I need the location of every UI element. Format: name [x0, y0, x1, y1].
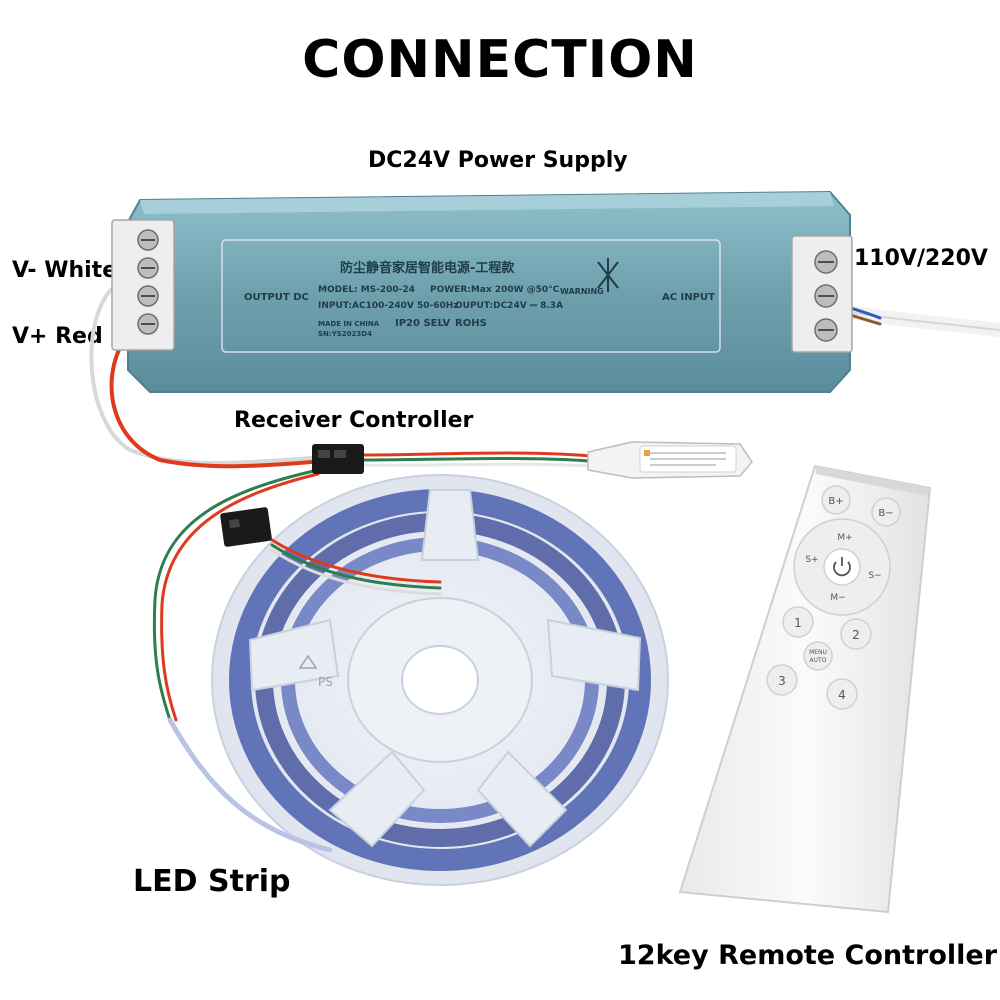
remote-b-minus-label: B− [878, 508, 893, 519]
remote-m-minus-label: M− [830, 593, 845, 603]
psu-input-text: INPUT:AC100-240V 50-60Hz [318, 301, 459, 311]
remote-key-3-label: 3 [778, 674, 786, 688]
psu-model-text: MODEL: MS-200-24 [318, 285, 415, 295]
ac-input-cable-edge [837, 309, 1000, 331]
remote-m-plus-label: M+ [837, 533, 852, 543]
wire-red-to-receiver [360, 451, 592, 458]
psu-brand-text: 防尘静音家居智能电源-工程款 [340, 260, 515, 276]
psu-output-text: OUPUT:DC24V ⎓ 8.3A [455, 301, 563, 311]
remote-menu-label: MENU [809, 649, 827, 656]
psu-serial-text: SN:YS2023D4 [318, 330, 372, 338]
wires [89, 280, 1000, 853]
psu-warning-title: WARNING [560, 287, 604, 296]
remote-key-4[interactable] [826, 678, 858, 710]
psu-origin-text: MADE IN CHINA [318, 320, 380, 328]
remote-key-2-label: 2 [852, 628, 860, 642]
psu-output-label: OUTPUT DC [244, 292, 309, 303]
remote-menu-button[interactable] [803, 641, 833, 671]
power-icon [833, 557, 851, 577]
psu-top-edge [140, 192, 834, 214]
psu-power-text: POWER:Max 200W @50°C [430, 285, 560, 295]
remote-key-3[interactable] [766, 664, 798, 696]
v-minus-label: V- White [12, 258, 118, 283]
remote-controller-label: 12key Remote Controller [618, 940, 998, 971]
page-title: CONNECTION [302, 30, 698, 90]
recycle-icon [298, 654, 318, 669]
wire-red-loop [160, 472, 320, 722]
wire-v-minus-white [89, 280, 314, 465]
reel-spoke-top [420, 489, 480, 561]
reel-spoke-bottom-right [476, 750, 568, 848]
remote-key-1-label: 1 [794, 616, 802, 630]
psu-ip-text: IP20 SELV [395, 318, 450, 329]
power-supply: 防尘静音家居智能电源-工程款 MODEL: MS-200-24 POWER:Ma… [111, 190, 853, 393]
led-strip-label: LED Strip [133, 864, 291, 899]
led-strip-reel: PS [211, 474, 669, 886]
psu-label-panel [221, 239, 721, 353]
remote-s-minus-label: S− [868, 571, 881, 581]
wire-strip-red [270, 538, 442, 584]
remote-b-minus-button[interactable] [871, 497, 901, 527]
jst-connector-male [312, 444, 364, 474]
reel-spoke-left [248, 618, 340, 692]
remote-controller: B+ B− M+ M− S+ S− 1 2 3 4 MENU AUTO [678, 464, 932, 914]
wire-strip-green [270, 543, 442, 590]
remote-key-4-label: 4 [838, 688, 846, 702]
ac-input-label: 110V/220V [854, 246, 988, 271]
power-supply-label: DC24V Power Supply [368, 148, 628, 173]
reel-ps-mark: PS [318, 675, 333, 689]
receiver-controller-label: Receiver Controller [234, 408, 474, 433]
remote-b-plus-button[interactable] [821, 485, 851, 515]
remote-s-plus-label: S+ [805, 555, 818, 565]
brand-logo-icon [597, 258, 619, 292]
reel-spoke-right [546, 618, 642, 692]
receiver-controller [587, 441, 753, 479]
wire-white-to-receiver [360, 462, 592, 468]
remote-key-2[interactable] [840, 618, 872, 650]
reel-center-hole [401, 645, 479, 715]
wire-green-loop [152, 468, 320, 722]
v-plus-label: V+ Red [12, 324, 103, 349]
psu-rohs-text: ROHS [455, 318, 487, 329]
remote-power-button[interactable] [823, 548, 861, 586]
wire-v-plus-red [109, 338, 314, 469]
remote-auto-label: AUTO [810, 657, 827, 664]
reel-spoke-bottom-left [328, 750, 426, 848]
psu-output-terminal [111, 219, 175, 351]
psu-input-terminal [791, 235, 853, 353]
strip-lead [167, 717, 333, 853]
wire-green-to-receiver [360, 456, 592, 463]
remote-key-1[interactable] [782, 606, 814, 638]
psu-input-label: AC INPUT [662, 292, 715, 303]
jst-connector-female [220, 507, 272, 547]
remote-b-plus-label: B+ [828, 496, 843, 507]
wire-strip-white [270, 548, 442, 596]
